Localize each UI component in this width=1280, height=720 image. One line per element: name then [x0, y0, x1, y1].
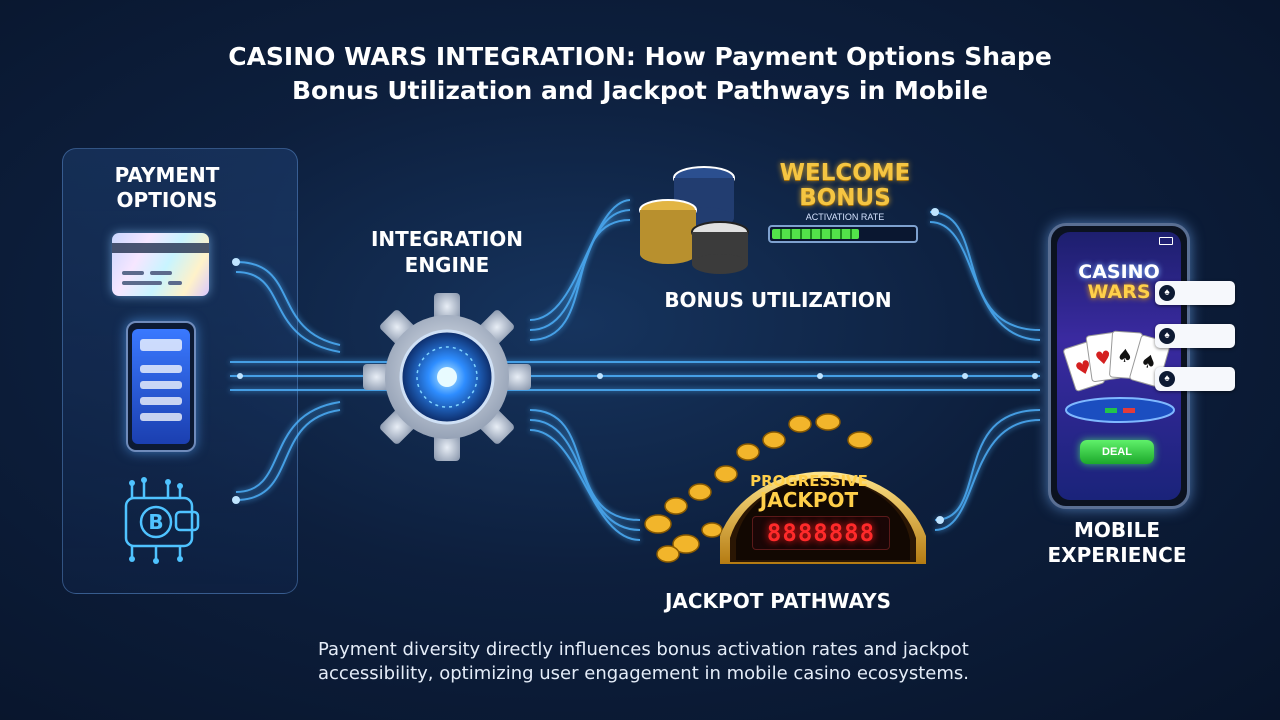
casino-wars-logo-line-1: CASINO	[1078, 261, 1160, 283]
battery-icon	[1159, 237, 1173, 245]
svg-text:♠: ♠	[1138, 350, 1159, 375]
mobile-wallet-icon	[126, 321, 196, 452]
spade-icon: ♠	[1159, 371, 1175, 387]
progressive-jackpot-line-2: JACKPOT	[759, 488, 859, 512]
integration-engine-label-line-1: INTEGRATION	[370, 227, 524, 251]
mobile-experience-label-line-1: MOBILE	[1074, 518, 1160, 542]
mobile-phone: CASINO WARS ♥ ♥ ♠ ♠	[1048, 223, 1190, 509]
svg-text:B: B	[148, 510, 163, 534]
mobile-experience-label: MOBILE EXPERIENCE	[1026, 518, 1208, 568]
caption-line-2: accessibility, optimizing user engagemen…	[318, 663, 969, 684]
notification-card-3: ♠	[1155, 367, 1235, 391]
payment-options-label-line-1: PAYMENT	[114, 163, 220, 187]
spade-icon: ♠	[1159, 285, 1175, 301]
flow-jackpot-out	[934, 409, 1041, 521]
mobile-experience-label-line-2: EXPERIENCE	[1047, 543, 1187, 567]
welcome-bonus-line-1: WELCOME	[779, 160, 911, 186]
jackpot-pathways-label: JACKPOT PATHWAYS	[664, 589, 892, 613]
page-title: CASINO WARS INTEGRATION: How Payment Opt…	[0, 40, 1280, 108]
caption-line-1: Payment diversity directly influences bo…	[318, 639, 969, 660]
bonus-utilization-label: BONUS UTILIZATION	[664, 288, 892, 312]
jackpot-counter: 8888888	[752, 516, 890, 550]
svg-text:♥: ♥	[1094, 347, 1113, 370]
gear-icon	[363, 293, 531, 461]
flow-card	[235, 261, 341, 346]
integration-engine-label: INTEGRATION ENGINE	[355, 226, 539, 278]
activation-rate-caption: ACTIVATION RATE	[805, 212, 885, 222]
flow-jackpot	[529, 409, 641, 521]
progressive-jackpot-line-1: PROGRESSIVE	[750, 472, 868, 490]
deal-button[interactable]: DEAL	[1080, 440, 1154, 464]
caption: Payment diversity directly influences bo…	[318, 638, 1018, 686]
notification-card-1: ♠	[1155, 281, 1235, 305]
credit-card-icon	[112, 233, 209, 296]
payment-options-label: PAYMENT OPTIONS	[62, 163, 272, 213]
welcome-bonus-line-2: BONUS	[799, 185, 891, 211]
title-line-1: CASINO WARS INTEGRATION: How Payment Opt…	[228, 42, 1052, 71]
progressive-jackpot-sign: PROGRESSIVE JACKPOT	[728, 472, 890, 510]
spade-icon: ♠	[1159, 328, 1175, 344]
flow-bonus-out	[929, 211, 1041, 331]
casino-wars-logo-line-2: WARS	[1087, 281, 1151, 303]
integration-engine-label-line-2: ENGINE	[404, 253, 490, 277]
welcome-bonus-sign: WELCOME BONUS	[762, 161, 928, 211]
phone-status-bar	[1065, 236, 1173, 246]
payment-options-panel	[62, 148, 298, 594]
title-line-2: Bonus Utilization and Jackpot Pathways i…	[291, 76, 989, 105]
notification-card-2: ♠	[1155, 324, 1235, 348]
svg-text:♠: ♠	[1116, 345, 1134, 367]
payment-options-label-line-2: OPTIONS	[116, 188, 218, 212]
crypto-bitcoin-icon: B	[124, 477, 200, 564]
flow-crypto	[235, 409, 341, 501]
svg-text:♥: ♥	[1073, 356, 1095, 381]
casino-chips-icon	[639, 166, 749, 274]
casino-wars-logo: CASINO WARS	[1057, 262, 1181, 302]
activation-rate-meter-fill	[772, 229, 859, 239]
flow-bonus	[529, 219, 631, 341]
activation-rate-meter	[768, 225, 918, 243]
